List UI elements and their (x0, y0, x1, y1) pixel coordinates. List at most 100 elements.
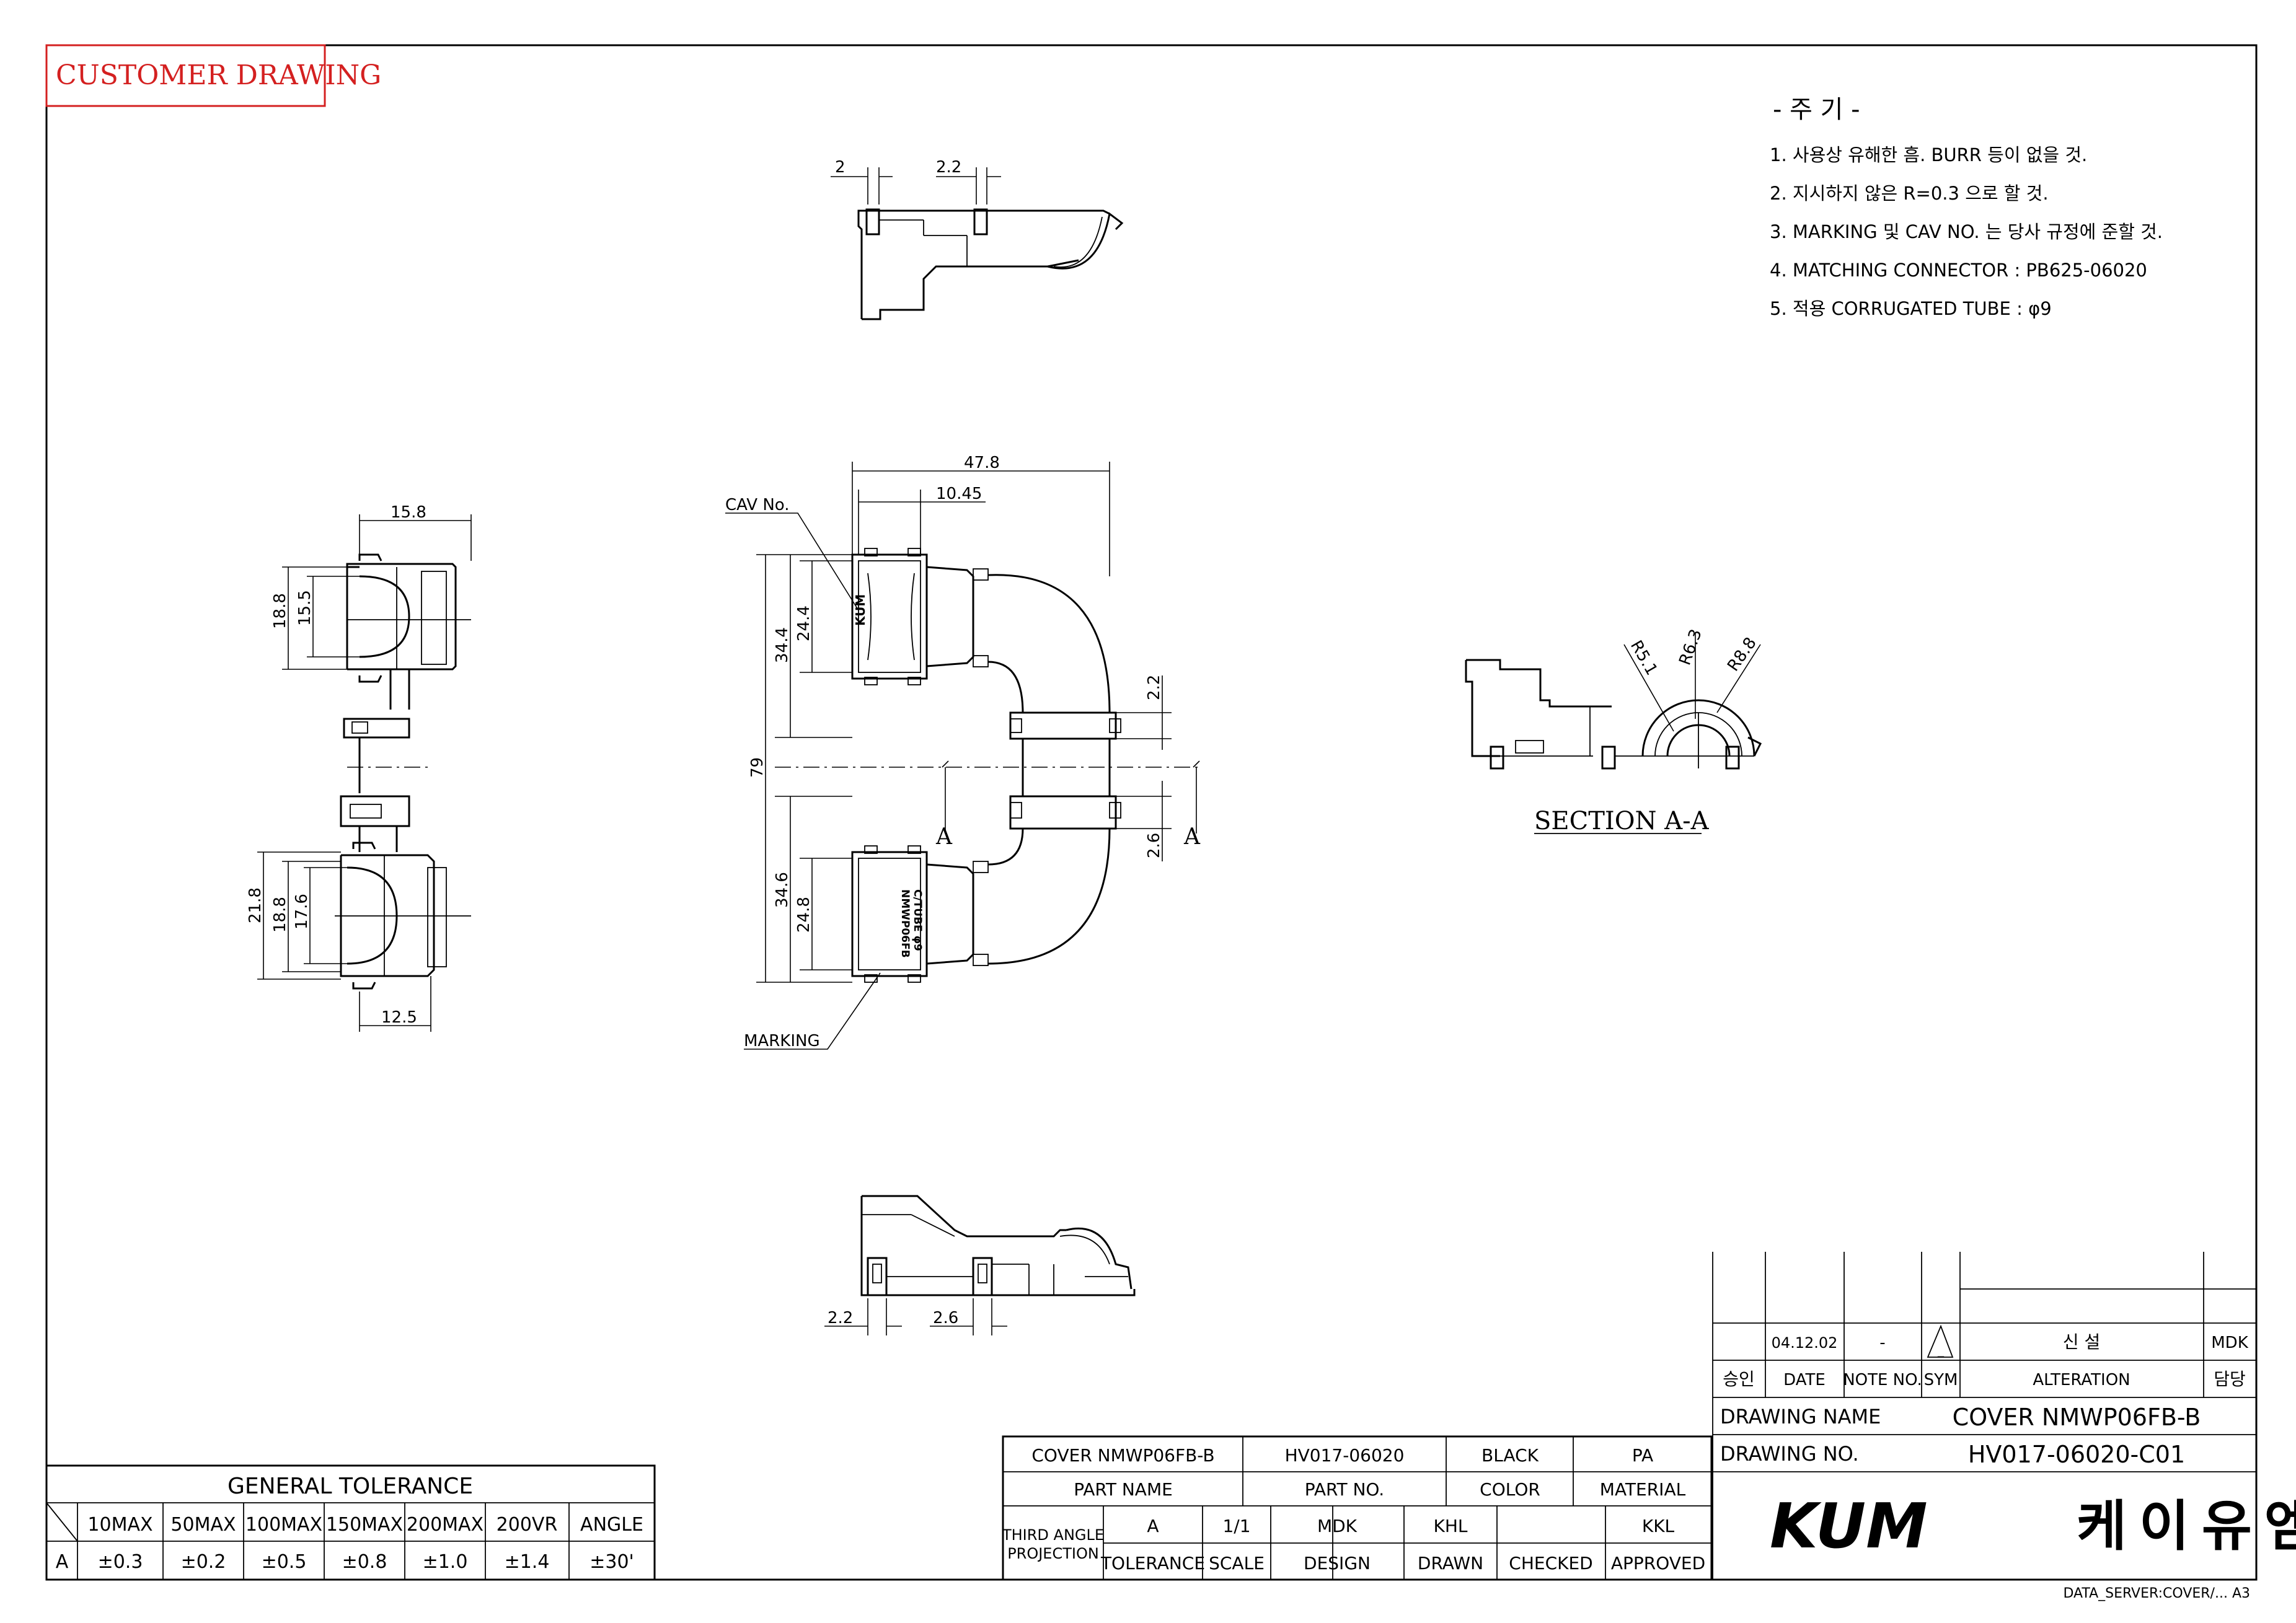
revision-header: 담당 (2214, 1369, 2246, 1389)
company-name: 케이유엠 (2077, 1494, 2296, 1558)
sign-value: KKL (1642, 1516, 1675, 1536)
sign-label: TOLERANCE (1100, 1553, 1205, 1573)
bottom-dim: 2.6 (933, 1309, 958, 1327)
side-dim: 15.5 (296, 590, 314, 626)
sign-value: 1/1 (1222, 1516, 1250, 1536)
section-mark-left: A (935, 824, 953, 850)
note-item: 3. MARKING 및 CAV NO. 는 당사 규정에 준할 것. (1770, 221, 2163, 242)
general-tolerance-table: GENERAL TOLERANCE 10MAX 50MAX 100MAX 150… (45, 1464, 656, 1581)
tolerance-value: ±0.3 (98, 1551, 143, 1573)
part-info-block: COVER NMWP06FB-B HV017-06020 BLACK PA PA… (1002, 1435, 1713, 1581)
top-view: 2 2.2 (831, 158, 1124, 320)
tolerance-value: ±0.8 (342, 1551, 387, 1573)
title-block: DRAWING NAME COVER NMWP06FB-B DRAWING NO… (1720, 1404, 2296, 1562)
tolerance-header: 10MAX (87, 1514, 152, 1536)
drawing-no-label: DRAWING NO. (1720, 1442, 1859, 1466)
part-value: BLACK (1481, 1445, 1539, 1466)
marking-label: MARKING (744, 1032, 820, 1050)
tolerance-value: ±1.0 (423, 1551, 468, 1573)
connector-marking-tube: C/TUBE φ9 (911, 889, 924, 951)
sign-label: CHECKED (1509, 1553, 1592, 1573)
section-mark-right: A (1183, 824, 1201, 850)
note-item: 5. 적용 CORRUGATED TUBE : φ9 (1770, 298, 2052, 319)
notes-title: - 주 기 - (1773, 95, 1860, 124)
tolerance-value: ±0.2 (181, 1551, 226, 1573)
projection-label: PROJECTION (1007, 1545, 1099, 1562)
note-item: 2. 지시하지 않은 R=0.3 으로 할 것. (1770, 183, 2049, 204)
section-view: R5.1 R6.3 R8.8 SECTION A-A (1465, 627, 1762, 835)
front-dim: 34.4 (773, 627, 792, 663)
radius-label: R8.8 (1724, 634, 1760, 675)
stamp-text: CUSTOMER DRAWING (56, 59, 381, 91)
drawing-name-label: DRAWING NAME (1720, 1405, 1881, 1428)
radius-label: R6.3 (1676, 627, 1706, 667)
note-item: 1. 사용상 유해한 흠. BURR 등이 없을 것. (1770, 144, 2087, 165)
front-dim: 24.8 (795, 897, 813, 933)
side-dim: 18.8 (271, 593, 289, 629)
sign-value: KHL (1433, 1516, 1467, 1536)
side-dim: 15.8 (391, 503, 426, 522)
sign-label: SCALE (1209, 1553, 1265, 1573)
cav-label: CAV No. (725, 496, 790, 514)
part-value: COVER NMWP06FB-B (1031, 1445, 1214, 1466)
tolerance-value: ±1.4 (505, 1551, 550, 1573)
notes-block: - 주 기 - 1. 사용상 유해한 흠. BURR 등이 없을 것. 2. 지… (1770, 95, 2163, 319)
front-dim: 34.6 (773, 872, 792, 908)
revision-header: NOTE NO. (1843, 1371, 1922, 1389)
section-title: SECTION A-A (1534, 807, 1710, 835)
side-dim: 18.8 (271, 897, 289, 933)
tolerance-header: 200MAX (407, 1514, 483, 1536)
revision-header: DATE (1783, 1371, 1826, 1389)
side-dim: 17.6 (293, 894, 311, 930)
bottom-view: 2.2 2.6 (824, 1195, 1136, 1335)
revision-header: SYM (1924, 1371, 1958, 1389)
revision-note-no: - (1879, 1334, 1885, 1352)
front-dim: 47.8 (964, 454, 1000, 472)
drawing-name: COVER NMWP06FB-B (1953, 1404, 2201, 1431)
sign-label: DESIGN (1304, 1553, 1371, 1573)
footer-path: DATA_SERVER:COVER/... A3 (2063, 1586, 2250, 1601)
tolerance-value: ±0.5 (262, 1551, 307, 1573)
front-dim: 79 (748, 757, 767, 778)
revision-header: 승인 (1723, 1369, 1755, 1389)
sign-label: DRAWN (1418, 1553, 1483, 1573)
customer-drawing-stamp: CUSTOMER DRAWING (45, 44, 381, 107)
note-item: 4. MATCHING CONNECTOR : PB625-06020 (1770, 260, 2147, 281)
front-dim: 2.6 (1145, 833, 1163, 858)
tolerance-header: 150MAX (326, 1514, 403, 1536)
front-view: KUM NMWP06FB C/TUBE φ9 A A (725, 454, 1203, 1050)
part-label: PART NO. (1305, 1479, 1384, 1500)
tolerance-header: 50MAX (170, 1514, 236, 1536)
projection-label: THIRD ANGLE (1002, 1526, 1104, 1544)
tolerance-row-label: A (56, 1551, 69, 1573)
tolerance-header: 100MAX (245, 1514, 322, 1536)
top-dim-1: 2 (835, 158, 846, 177)
connector-marking-part: NMWP06FB (899, 889, 911, 958)
side-dim: 21.8 (246, 887, 265, 923)
sign-label: APPROVED (1611, 1553, 1705, 1573)
top-dim-2: 2.2 (936, 158, 961, 177)
part-value: HV017-06020 (1285, 1445, 1405, 1466)
front-dim: 2.2 (1145, 675, 1163, 700)
bottom-dim: 2.2 (828, 1309, 853, 1327)
front-dim: 24.4 (795, 605, 813, 641)
revision-by: MDK (2211, 1334, 2248, 1352)
side-view: 15.8 18.8 15.5 21.8 18.8 17.6 12.5 (246, 503, 472, 1032)
part-label: MATERIAL (1600, 1479, 1686, 1500)
tolerance-title: GENERAL TOLERANCE (227, 1474, 473, 1499)
sign-value: MDK (1317, 1516, 1358, 1536)
kum-logo: KUM (1770, 1490, 1928, 1562)
sign-value: A (1147, 1516, 1159, 1536)
revision-alteration: 신 설 (2063, 1332, 2100, 1352)
side-dim: 12.5 (381, 1008, 417, 1027)
tolerance-header: ANGLE (580, 1514, 643, 1536)
revision-date: 04.12.02 (1772, 1334, 1838, 1352)
drawing-no: HV017-06020-C01 (1968, 1441, 2185, 1468)
part-label: COLOR (1480, 1479, 1540, 1500)
tolerance-value: ±30' (589, 1551, 634, 1573)
front-dim: 10.45 (936, 485, 982, 503)
revision-sym: _ (1937, 1342, 1945, 1357)
part-value: PA (1632, 1445, 1653, 1466)
connector-marking-kum: KUM (853, 594, 868, 626)
